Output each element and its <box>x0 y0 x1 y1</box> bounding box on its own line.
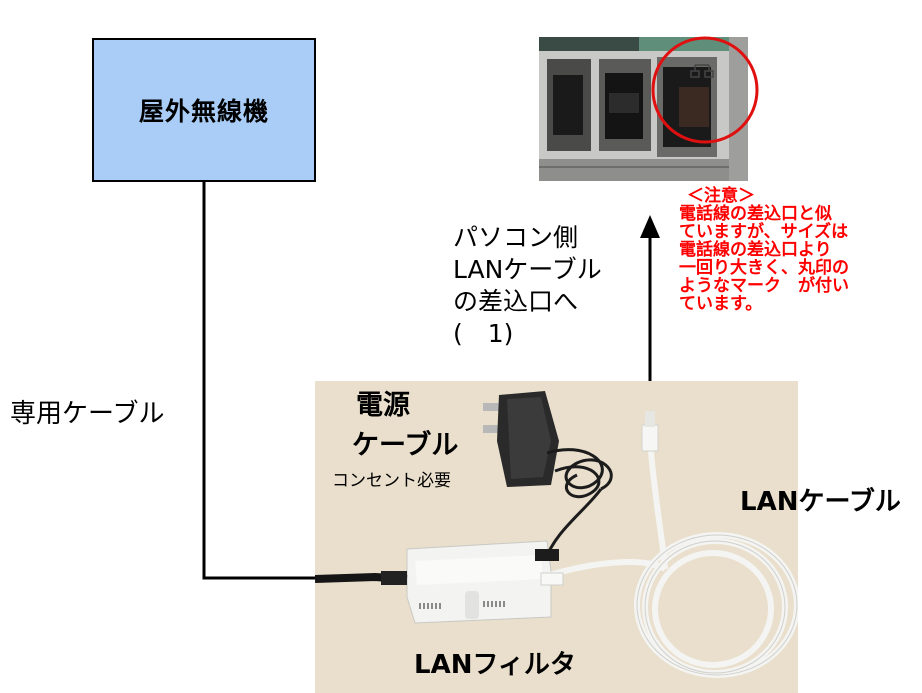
outdoor-wireless-device-box: 屋外無線機 <box>92 38 316 182</box>
power-cable-label: 電源 ケーブル <box>352 386 458 466</box>
lan-cable-label: LANケーブル <box>740 487 901 517</box>
power-cable-line-1: 電源 <box>356 390 410 421</box>
power-cable-line-2: ケーブル <box>352 430 459 461</box>
pc-side-instruction: パソコン側 LANケーブル の差込口へ ( 1) <box>453 222 602 350</box>
caution-line-5: ようなマーク が付い <box>679 276 849 296</box>
caution-line-6: ています。 <box>679 294 763 314</box>
pc-side-line-1: パソコン側 <box>453 223 579 252</box>
dedicated-cable-line <box>202 182 318 580</box>
caution-line-4: 一回り大きく、丸印の <box>679 258 849 278</box>
dedicated-cable-label: 専用ケーブル <box>10 399 165 429</box>
lan-port-highlight-circle <box>651 36 759 144</box>
caution-note: ＜注意＞ 電話線の差込口と似 ていますが、サイズは 電話線の差込口より 一回り大… <box>679 187 849 313</box>
caution-line-3: 電話線の差込口より <box>679 240 832 260</box>
lan-direction-arrow-head <box>640 215 660 238</box>
caution-line-2: ていますが、サイズは <box>679 222 849 242</box>
caution-line-1: 電話線の差込口と似 <box>679 204 832 224</box>
pc-side-line-2: LANケーブル <box>453 255 602 284</box>
pc-side-line-4: ( 1) <box>453 319 514 348</box>
outdoor-device-label: 屋外無線機 <box>138 97 269 126</box>
lan-port-photo <box>539 37 748 181</box>
pc-side-line-3: の差込口へ <box>453 287 579 316</box>
outlet-required-note: コンセント必要 <box>332 471 451 491</box>
caution-title: ＜注意＞ <box>687 186 755 206</box>
equipment-photo <box>315 381 798 693</box>
lan-filter-label: LANフィルタ <box>414 650 576 680</box>
